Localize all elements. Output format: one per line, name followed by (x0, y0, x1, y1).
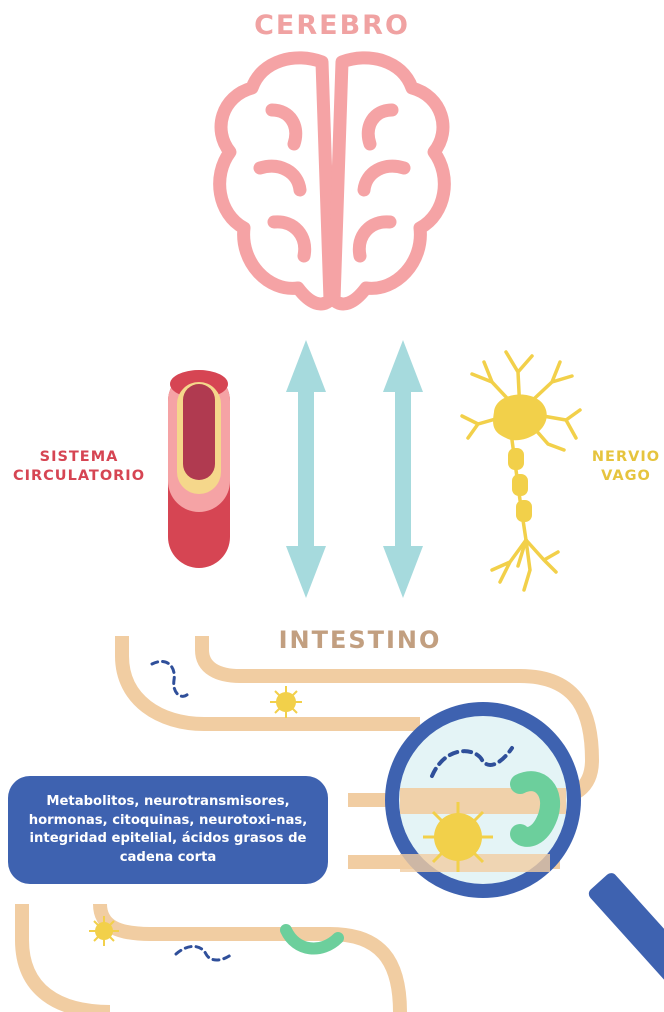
virus-icon (270, 686, 302, 718)
callout-text: Metabolitos, neurotransmisores, hormonas… (23, 793, 313, 867)
blood-vessel-icon (168, 370, 230, 568)
neuron-body (493, 394, 547, 522)
neuron-icon (462, 352, 580, 590)
bacteria-dashed-icon (152, 661, 188, 696)
arrow-left (286, 340, 326, 598)
bidirectional-arrows (286, 340, 423, 598)
brain-icon (220, 58, 445, 304)
brain-label: CEREBRO (0, 10, 664, 41)
callout-box: Metabolitos, neurotransmisores, hormonas… (8, 776, 328, 884)
intestine-label: INTESTINO (270, 626, 450, 654)
bacteria-dashed-icon (176, 946, 232, 960)
circulatory-system-label: SISTEMA CIRCULATORIO (4, 448, 154, 486)
arrow-right (383, 340, 423, 598)
magnifying-glass-icon (385, 702, 664, 1005)
vagus-nerve-label: NERVIO VAGO (588, 448, 664, 486)
